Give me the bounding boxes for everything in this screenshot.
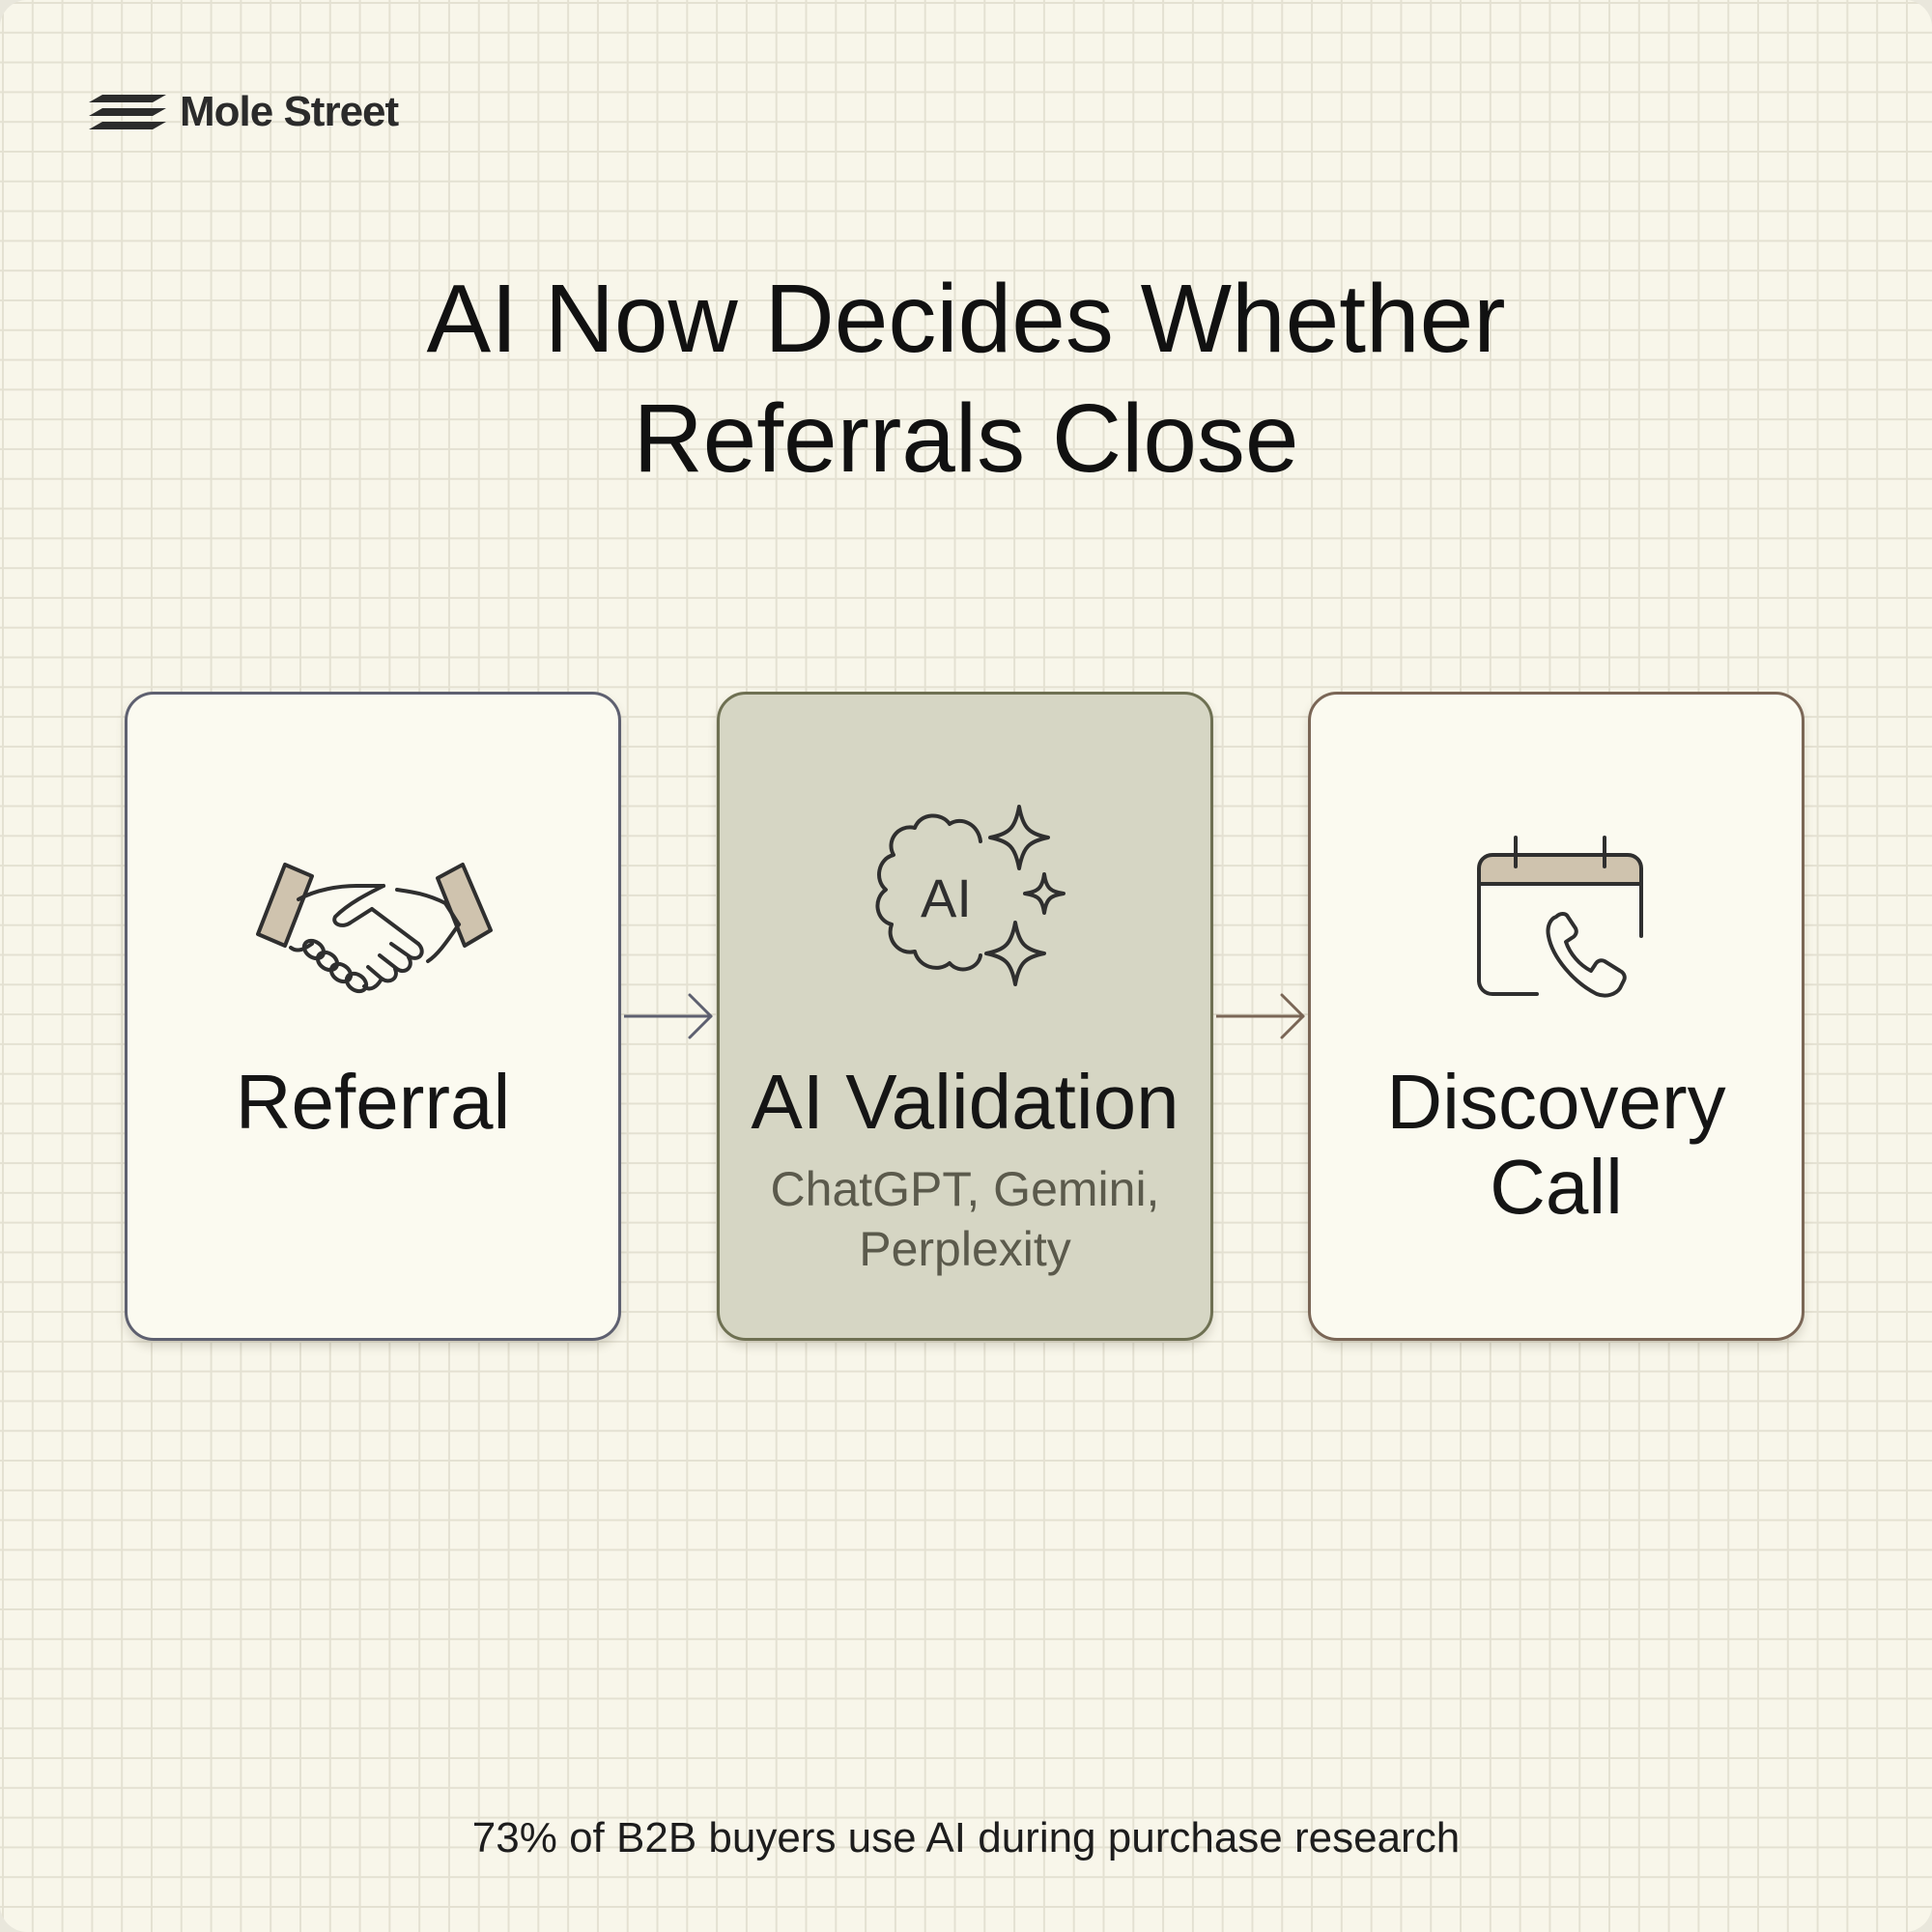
title-line-2: Referrals Close [633, 384, 1299, 493]
step-label-ai-validation: AI Validation [751, 1059, 1179, 1145]
step-card-discovery-call: Discovery Call [1308, 692, 1804, 1341]
arrow-right-icon [1216, 993, 1305, 1039]
arrow-right-icon [624, 993, 713, 1039]
stripes-logo-icon [89, 95, 166, 129]
step-card-referral: Referral [125, 692, 621, 1341]
step-label-referral: Referral [235, 1059, 511, 1145]
step-label-call: Call [1490, 1144, 1623, 1230]
page-title: AI Now Decides Whether Referrals Close [0, 259, 1932, 498]
brand-logo[interactable]: Mole Street [89, 85, 399, 139]
handshake-icon [256, 863, 493, 994]
svg-text:AI: AI [921, 867, 972, 928]
step-subtitle-line-1: ChatGPT, Gemini, [770, 1162, 1160, 1216]
step-label-discovery: Discovery [1386, 1059, 1726, 1145]
calendar-phone-icon [1477, 836, 1643, 998]
step-subtitle-line-2: Perplexity [859, 1222, 1071, 1276]
brain-ai-sparkles-icon: AI [875, 805, 1065, 986]
footer-statistic: 73% of B2B buyers use AI during purchase… [471, 1814, 1461, 1861]
step-card-ai-validation: AI AI Validation ChatGPT, Gemini, Perple… [717, 692, 1213, 1341]
brand-name: Mole Street [180, 88, 399, 135]
title-line-1: AI Now Decides Whether [426, 265, 1506, 373]
